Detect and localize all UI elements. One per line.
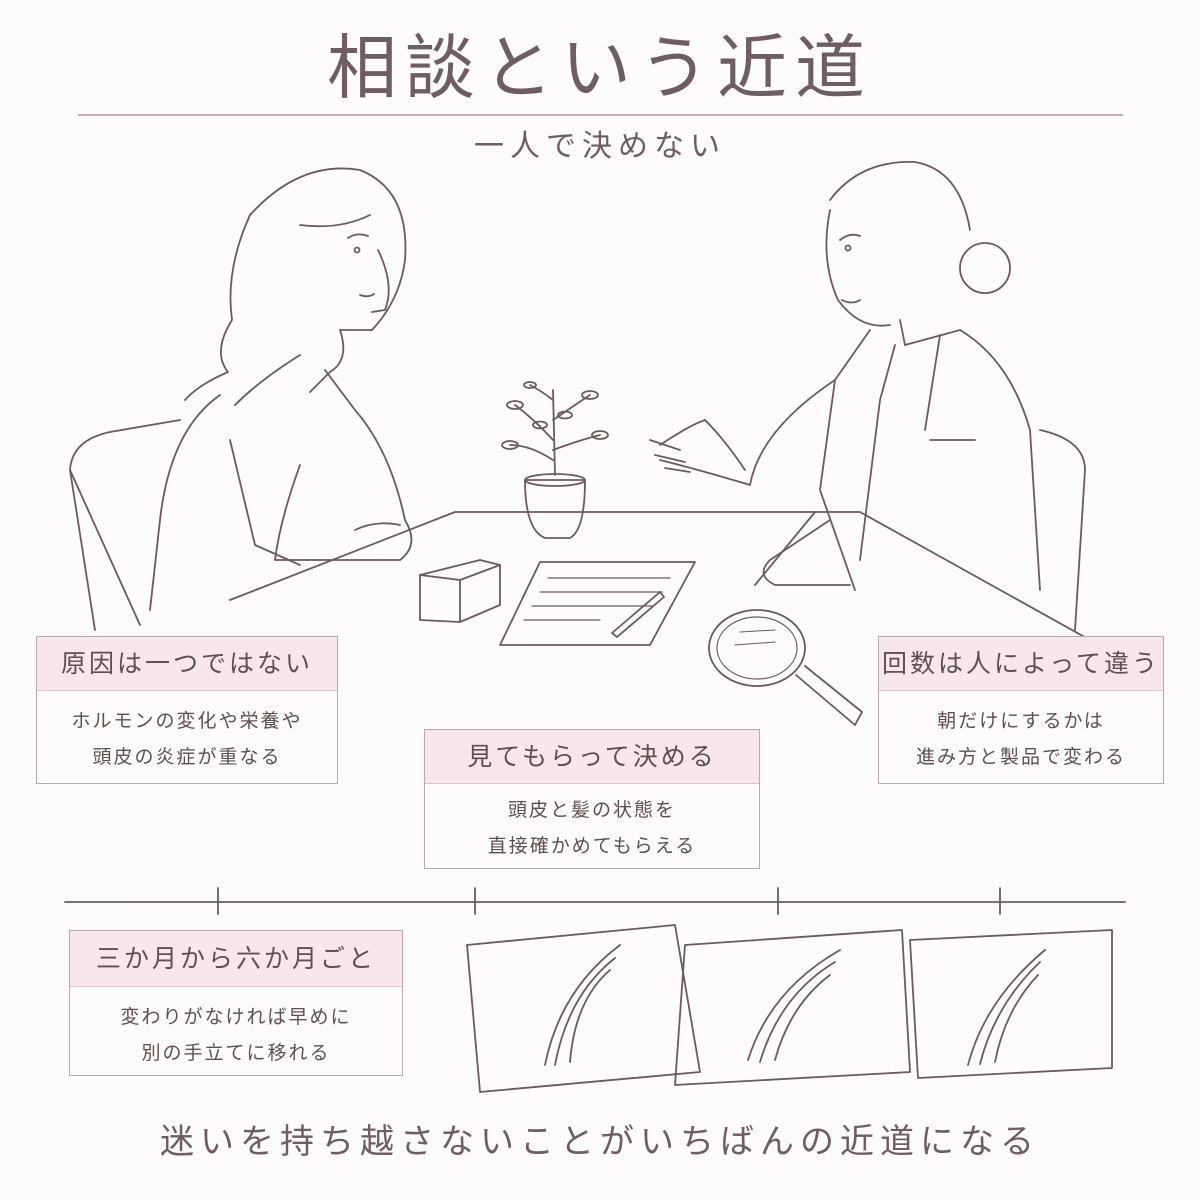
card-line: ホルモンの変化や栄養や	[71, 710, 303, 732]
examine-card: 見てもらって決める 頭皮と髪の状態を 直接確かめてもらえる	[424, 729, 760, 869]
client-woman	[149, 167, 413, 611]
card-line: 頭皮と髪の状態を	[507, 799, 676, 821]
hair-photo-3	[909, 929, 1113, 1079]
hair-photo-1	[466, 924, 701, 1093]
interval-card: 三か月から六か月ごと 変わりがなければ早めに 別の手立てに移れる	[69, 930, 403, 1076]
card-line: 別の手立てに移れる	[141, 1042, 331, 1064]
card-text: 頭皮と髪の状態を 直接確かめてもらえる	[425, 784, 759, 864]
card-text: 変わりがなければ早めに 別の手立てに移れる	[70, 987, 402, 1071]
footer-message: 迷いを持ち越さないことがいちばんの近道になる	[160, 1122, 1040, 1162]
pen-icon	[611, 591, 665, 638]
magnifier-icon	[708, 609, 863, 726]
title-divider	[78, 114, 1123, 116]
doctor-woman	[649, 161, 1041, 591]
frequency-card: 回数は人によって違う 朝だけにするかは 進み方と製品で変わる	[878, 636, 1164, 784]
table	[229, 511, 1091, 641]
card-heading: 原因は一つではない	[37, 637, 337, 691]
timeline	[64, 887, 1126, 915]
potted-plant	[501, 381, 609, 539]
hair-photo-2	[674, 929, 911, 1086]
card-line: 頭皮の炎症が重なる	[92, 746, 282, 768]
card-text: 朝だけにするかは 進み方と製品で変わる	[879, 691, 1163, 775]
right-chair	[1039, 429, 1086, 631]
pen-in-hand	[754, 511, 816, 586]
card-heading: 三か月から六か月ごと	[70, 931, 402, 987]
card-text: ホルモンの変化や栄養や 頭皮の炎症が重なる	[37, 691, 337, 775]
left-chair	[69, 419, 181, 626]
card-line: 変わりがなければ早めに	[120, 1006, 352, 1028]
document	[499, 561, 696, 646]
page-subtitle: 一人で決めない	[474, 129, 726, 164]
card-line: 直接確かめてもらえる	[487, 835, 697, 857]
card-line: 進み方と製品で変わる	[915, 746, 1126, 768]
card-line: 朝だけにするかは	[937, 710, 1105, 732]
cause-card: 原因は一つではない ホルモンの変化や栄養や 頭皮の炎症が重なる	[36, 636, 338, 784]
page-title: 相談という近道	[327, 27, 873, 109]
product-box	[419, 559, 501, 623]
card-heading: 回数は人によって違う	[879, 637, 1163, 691]
card-heading: 見てもらって決める	[425, 730, 759, 784]
